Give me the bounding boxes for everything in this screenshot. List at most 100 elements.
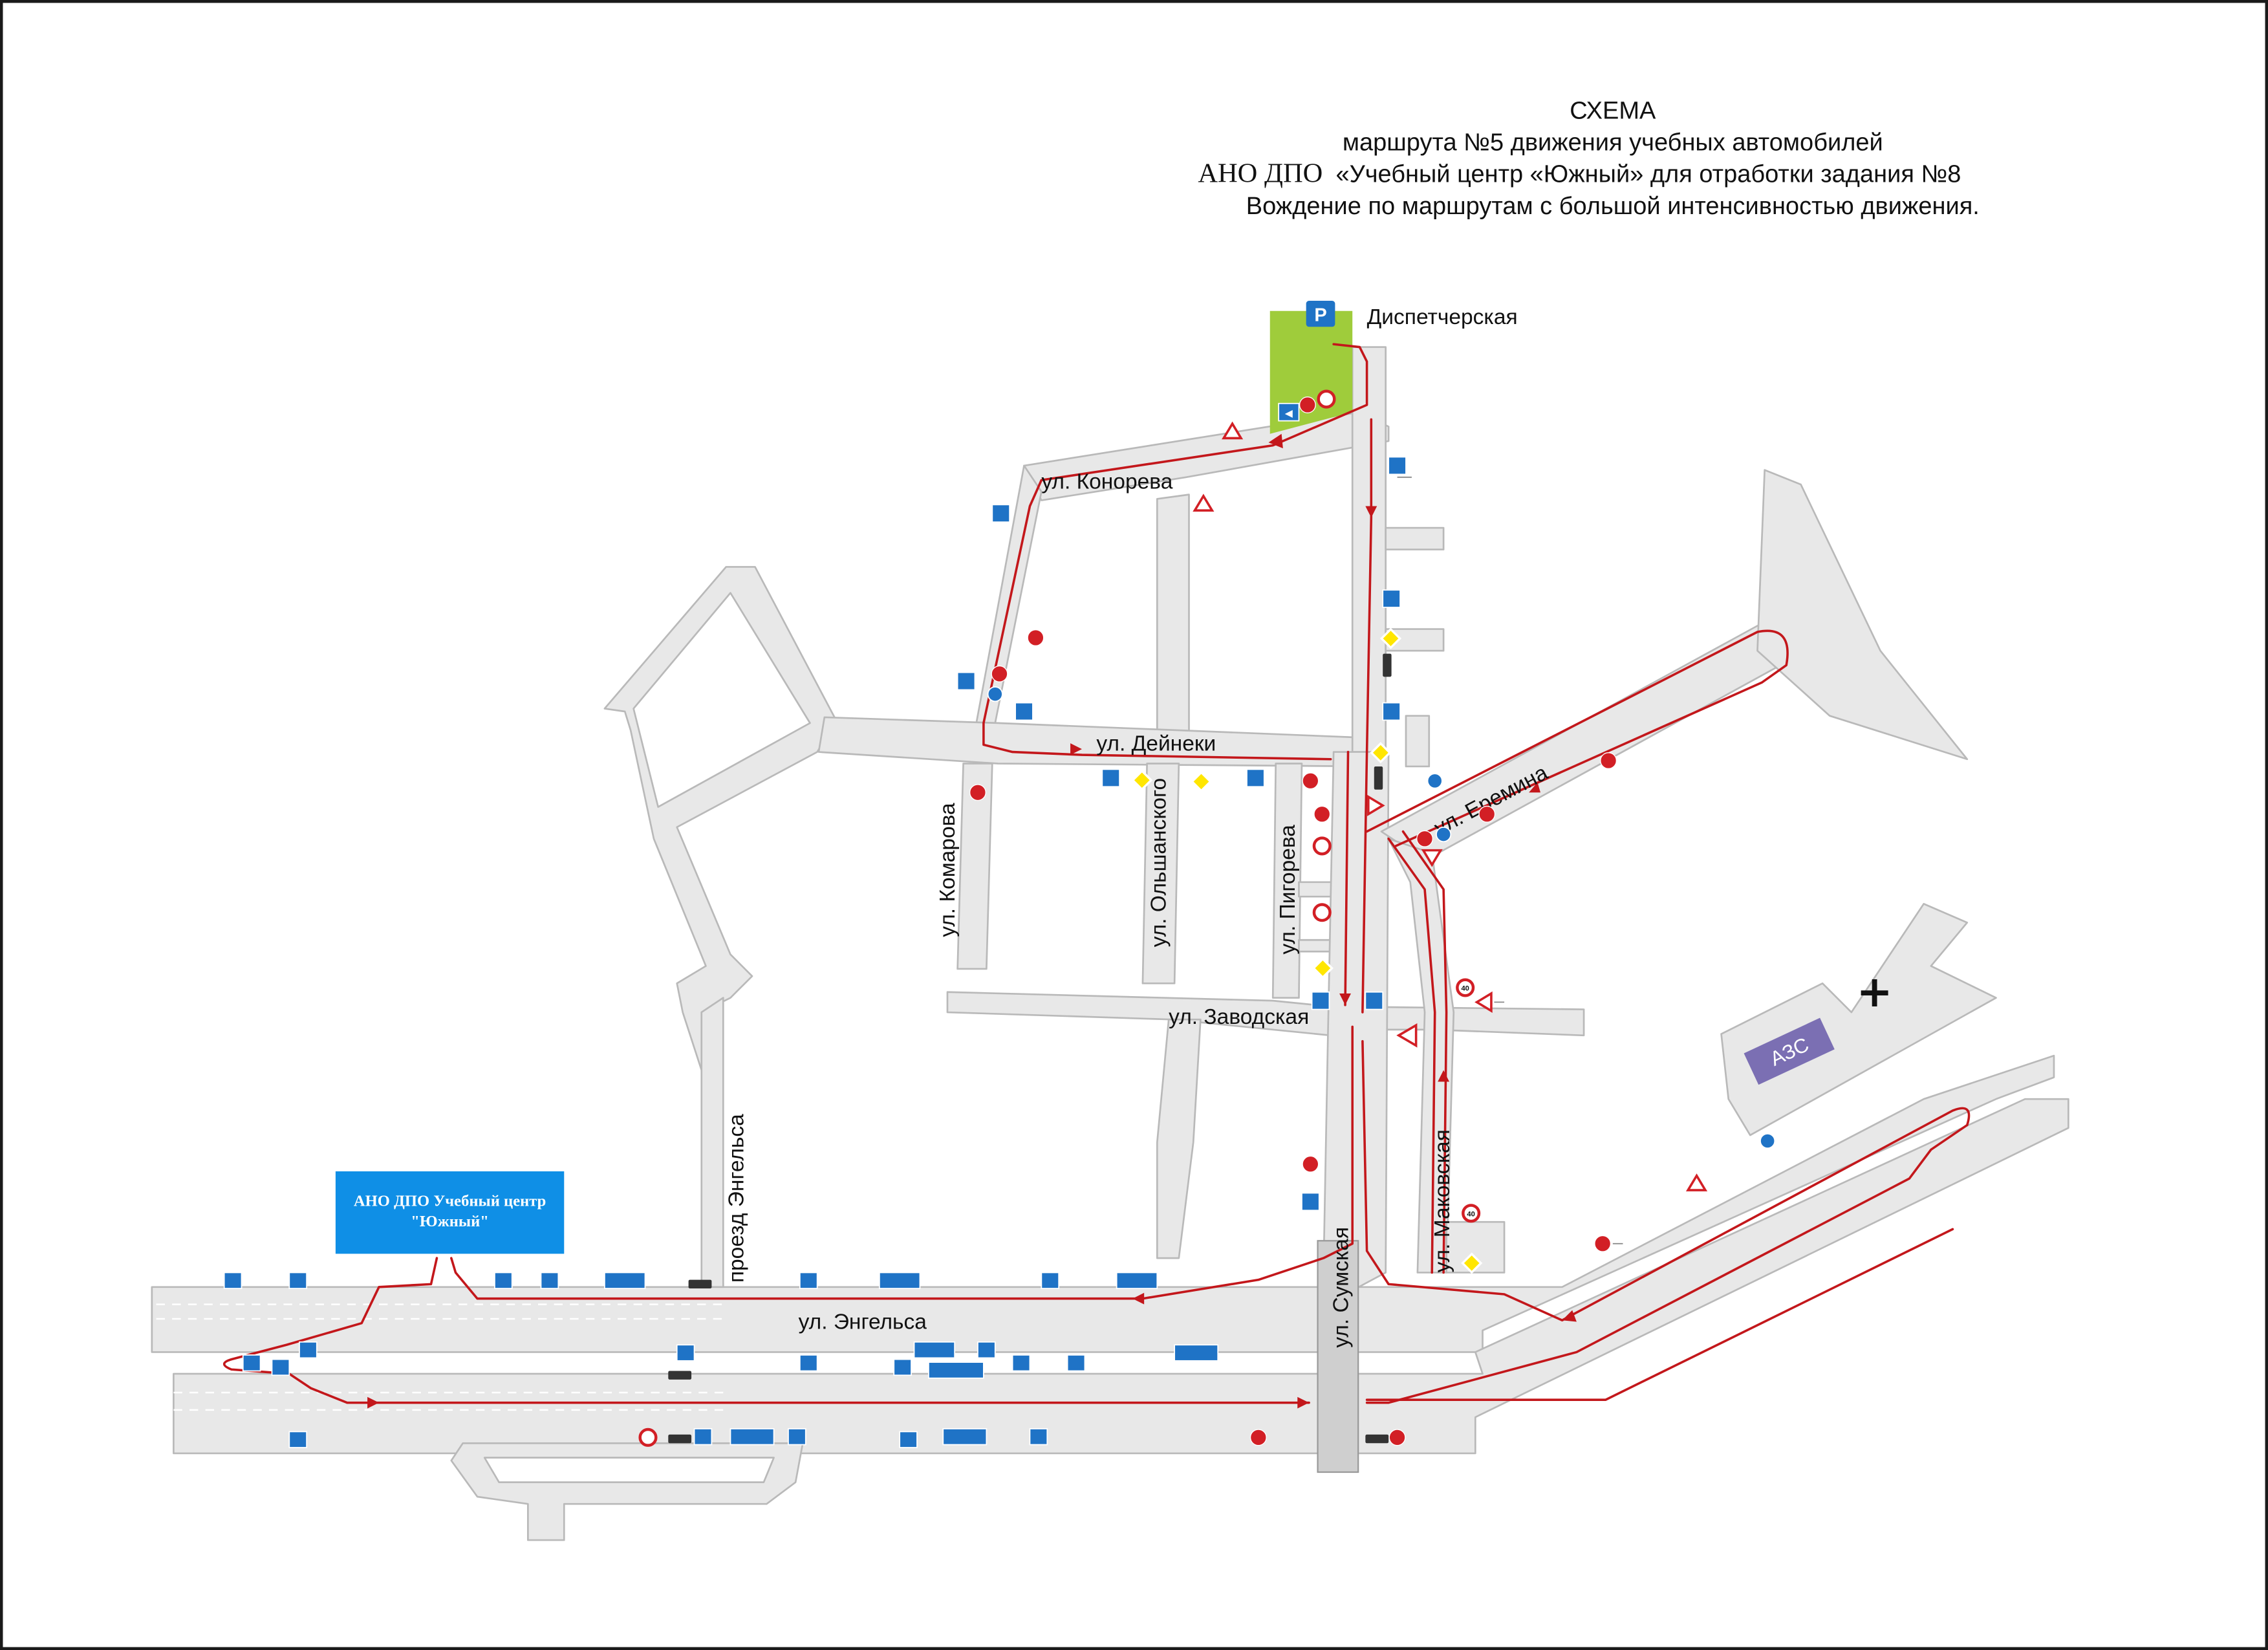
lane-sign-icon — [288, 1272, 308, 1289]
crosswalk-sign-icon — [1015, 702, 1033, 721]
u-turn-sign-icon — [1011, 1354, 1031, 1372]
lane-sign-icon — [494, 1272, 513, 1289]
direction-sign-icon — [1278, 402, 1300, 422]
street-engelsa: ул. Энгельса — [799, 1310, 927, 1334]
lane-sign-icon — [604, 1272, 646, 1289]
route-engelsa-east — [1365, 1228, 1954, 1402]
speed-limit-sign-icon — [1456, 978, 1475, 997]
route-arrow-dispatch-down — [1365, 506, 1377, 518]
road-olshanskogo — [1141, 763, 1180, 984]
no-parking-sign-icon — [1027, 629, 1044, 646]
lane-sign-icon — [1246, 768, 1265, 788]
road-proezd-engelsa — [700, 997, 724, 1288]
street-makovskaya: ул. Маковская — [1431, 1129, 1454, 1272]
title-line-3: АНО ДПО «Учебный центр «Южный» для отраб… — [1198, 158, 1961, 189]
route-arrow-engelsa-south-2 — [1297, 1396, 1310, 1409]
map-title: СХЕМА маршрута №5 движения учебных автом… — [1198, 97, 1980, 220]
u-turn-sign-icon — [788, 1428, 806, 1446]
sumskaya-underpass — [1317, 1240, 1359, 1473]
speed-limit-sign-icon — [1317, 389, 1336, 409]
route-arrow-east-return — [1562, 1310, 1577, 1322]
road-pigoreva-side-2 — [1298, 939, 1335, 953]
road-zavodskaya-lower — [1156, 1018, 1202, 1259]
lane-sign-icon — [1041, 1272, 1060, 1289]
priority-road-sign-icon — [1379, 627, 1402, 649]
road-azs-area — [1720, 903, 1997, 1136]
traffic-light-icon — [688, 1279, 712, 1289]
lane-sign-icon — [299, 1341, 318, 1359]
no-parking-sign-icon — [1302, 772, 1319, 790]
route-arrow-engelsa-north — [1132, 1292, 1145, 1305]
traffic-light-icon — [668, 1371, 692, 1380]
yield-sign-icon — [1421, 849, 1443, 867]
road-dispatch-side-3 — [1405, 715, 1431, 768]
pedestrian-warning-sign-icon — [1193, 494, 1215, 512]
road-engelsa-south — [173, 1098, 2069, 1455]
street-pigoreva: ул. Пигорева — [1276, 825, 1300, 955]
road-signs: ◀ — [223, 389, 1776, 1448]
road-komarova — [956, 763, 993, 970]
route-arrow-makovskaya-up — [1438, 1070, 1450, 1082]
speed-limit-sign-icon — [1312, 836, 1332, 856]
no-parking-sign-icon — [1416, 830, 1434, 847]
u-turn-sign-icon — [242, 1354, 261, 1372]
priority-road-sign-icon — [1190, 770, 1213, 793]
priority-road-sign-icon — [1131, 769, 1153, 791]
lane-sign-icon — [878, 1272, 921, 1289]
direction-round-sign-icon — [1436, 826, 1452, 843]
dispatch-label: Диспетчерская — [1367, 305, 1518, 329]
route-arrow-sumskaya-down — [1339, 993, 1351, 1005]
lane-sign-icon — [1116, 1272, 1158, 1289]
road-lower-loop-inner — [483, 1457, 775, 1483]
lane-sign-icon — [942, 1428, 988, 1446]
no-parking-sign-icon — [1478, 805, 1496, 823]
route-sumskaya-south-2 — [1361, 1039, 1971, 1404]
title-line-1: СХЕМА — [1570, 97, 1656, 124]
lane-sign-icon — [913, 1341, 956, 1359]
crosswalk-sign-icon — [1365, 991, 1384, 1010]
route-sumskaya-down-2 — [1344, 750, 1350, 1006]
lane-sign-icon — [540, 1272, 559, 1289]
u-turn-sign-icon — [899, 1431, 918, 1448]
lane-sign-icon — [729, 1428, 775, 1446]
crosswalk-sign-icon — [991, 504, 1011, 523]
u-turn-sign-icon — [288, 1431, 308, 1448]
route-arrow-engelsa-south — [367, 1396, 379, 1409]
school-line-2: "Южный" — [411, 1213, 489, 1230]
route-sumskaya-down — [1361, 418, 1373, 1014]
traffic-light-icon — [1383, 653, 1392, 677]
no-entry-sign-icon — [969, 784, 986, 801]
no-entry-sign-icon — [1299, 396, 1316, 413]
yield-sign-icon — [1367, 794, 1385, 816]
direction-round-sign-icon — [1427, 773, 1443, 789]
street-zavodskaya: ул. Заводская — [1169, 1005, 1309, 1029]
lane-sign-icon — [1174, 1344, 1219, 1362]
u-turn-sign-icon — [1066, 1354, 1086, 1372]
priority-road-sign-icon — [1312, 957, 1334, 979]
title-line-2: маршрута №5 движения учебных автомобилей — [1343, 129, 1883, 157]
crosswalk-sign-icon — [1382, 589, 1401, 608]
no-entry-sign-icon — [1388, 1429, 1406, 1446]
parking-letter: P — [1314, 305, 1326, 325]
street-olshanskogo: ул. Ольшанского — [1147, 778, 1171, 948]
lane-sign-icon — [977, 1341, 996, 1359]
lane-sign-icon — [693, 1428, 713, 1446]
traffic-light-icon — [668, 1434, 692, 1444]
priority-road-sign-icon — [1461, 1252, 1483, 1274]
route-eremina-loop — [1365, 629, 1789, 847]
speed-limit-sign-icon — [1462, 1204, 1481, 1223]
speed-limit-sign-icon — [1312, 903, 1332, 922]
road-sumskaya — [1323, 751, 1390, 1296]
hospital-cross-icon: + — [1857, 966, 1893, 1017]
speed-limit-value: 40 — [1467, 1210, 1474, 1218]
route-arrow-eremina — [1529, 782, 1540, 793]
crosswalk-sign-icon — [1382, 702, 1401, 721]
street-sumskaya: ул. Сумская — [1330, 1227, 1354, 1348]
yield-sign-icon — [1474, 991, 1493, 1013]
road-pigoreva — [1271, 763, 1303, 999]
route-arrow-konoreva — [1268, 433, 1283, 449]
school-box — [335, 1171, 565, 1254]
route-arrow-deineki — [1070, 743, 1082, 755]
road-fan-plaza — [1756, 469, 1969, 761]
